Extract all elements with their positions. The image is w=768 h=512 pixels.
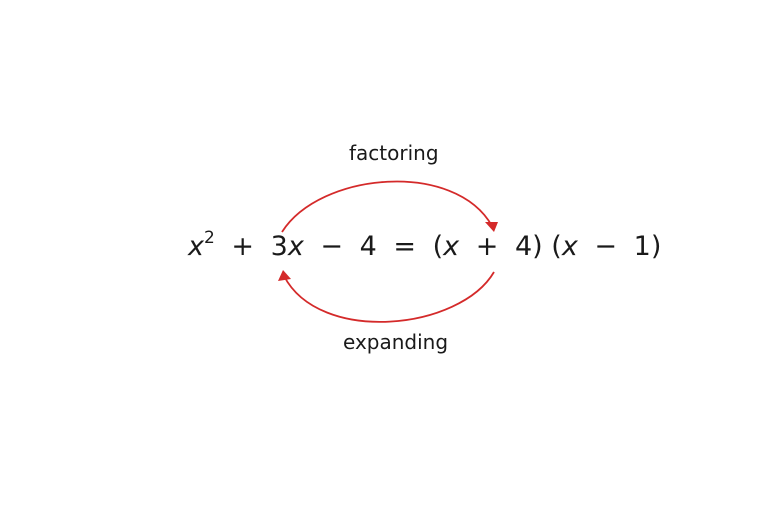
var-x: x: [287, 231, 304, 262]
constant: 1: [633, 231, 651, 262]
factoring-arrowhead-icon: [485, 222, 498, 232]
plus-op: +: [475, 231, 499, 262]
plus-op: +: [231, 231, 255, 262]
equals-sign: =: [393, 231, 417, 262]
constant: 4: [514, 231, 533, 262]
paren-close: ): [532, 231, 543, 262]
paren-close: ): [650, 231, 662, 262]
paren-open: (: [551, 231, 562, 262]
expanding-arrow: [283, 271, 495, 323]
paren-open: (: [432, 231, 444, 262]
coefficient: 3: [270, 231, 288, 262]
expanding-arrowhead-icon: [278, 270, 291, 281]
constant: 4: [359, 231, 377, 262]
factoring-arrow: [281, 180, 493, 233]
var-x: x: [188, 231, 204, 262]
expanding-label: expanding: [343, 330, 449, 354]
var-x: x: [561, 231, 578, 262]
exponent: 2: [203, 228, 215, 248]
var-x: x: [443, 231, 460, 262]
minus-op: −: [594, 231, 618, 262]
factoring-label: factoring: [349, 141, 439, 165]
minus-op: −: [320, 231, 344, 262]
equation: x2 + 3x − 4 = (x + 4) (x − 1): [188, 228, 662, 262]
